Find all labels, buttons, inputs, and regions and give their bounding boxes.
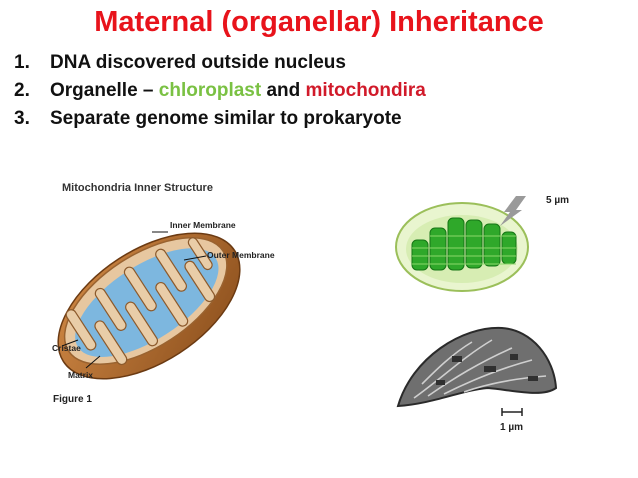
chloroplast-term: chloroplast (158, 80, 262, 101)
chloroplast-illustration (395, 196, 529, 292)
bullet-text-and: and (261, 80, 306, 101)
mitochondria-micrograph (396, 326, 558, 416)
figure-caption: Figure 1 (53, 394, 92, 405)
label-cristae: Cristae (52, 343, 81, 353)
label-matrix: Matrix (68, 370, 94, 380)
label-outer-membrane: Outer Membrane (207, 250, 275, 260)
bullet-text: Separate genome similar to prokaryote (50, 108, 402, 129)
bullet-number: 1. (14, 52, 30, 73)
chloroplast-scale-label: 5 µm (546, 195, 569, 206)
mitochondria-illustration (57, 231, 241, 380)
bullet-list: 1. DNA discovered outside nucleus 2. Organ… (14, 50, 426, 134)
bullet-item-1: 1. DNA discovered outside nucleus (14, 50, 426, 78)
bullet-text: Organelle – (50, 80, 159, 101)
bullet-item-2: 2. Organelle – chloroplast and mitochondi… (14, 78, 426, 106)
bullet-item-3: 3. Separate genome similar to prokaryote (14, 106, 426, 134)
mitochondria-term: mitochondira (305, 80, 426, 101)
bullet-number: 3. (14, 108, 30, 129)
micrograph-scale-label: 1 µm (500, 422, 523, 433)
bullet-number: 2. (14, 80, 30, 101)
bullet-text: DNA discovered outside nucleus (50, 52, 346, 73)
mito-figure-title: Mitochondria Inner Structure (62, 182, 213, 194)
slide-title: Maternal (organellar) Inheritance (94, 6, 544, 38)
label-inner-membrane: Inner Membrane (170, 220, 236, 230)
